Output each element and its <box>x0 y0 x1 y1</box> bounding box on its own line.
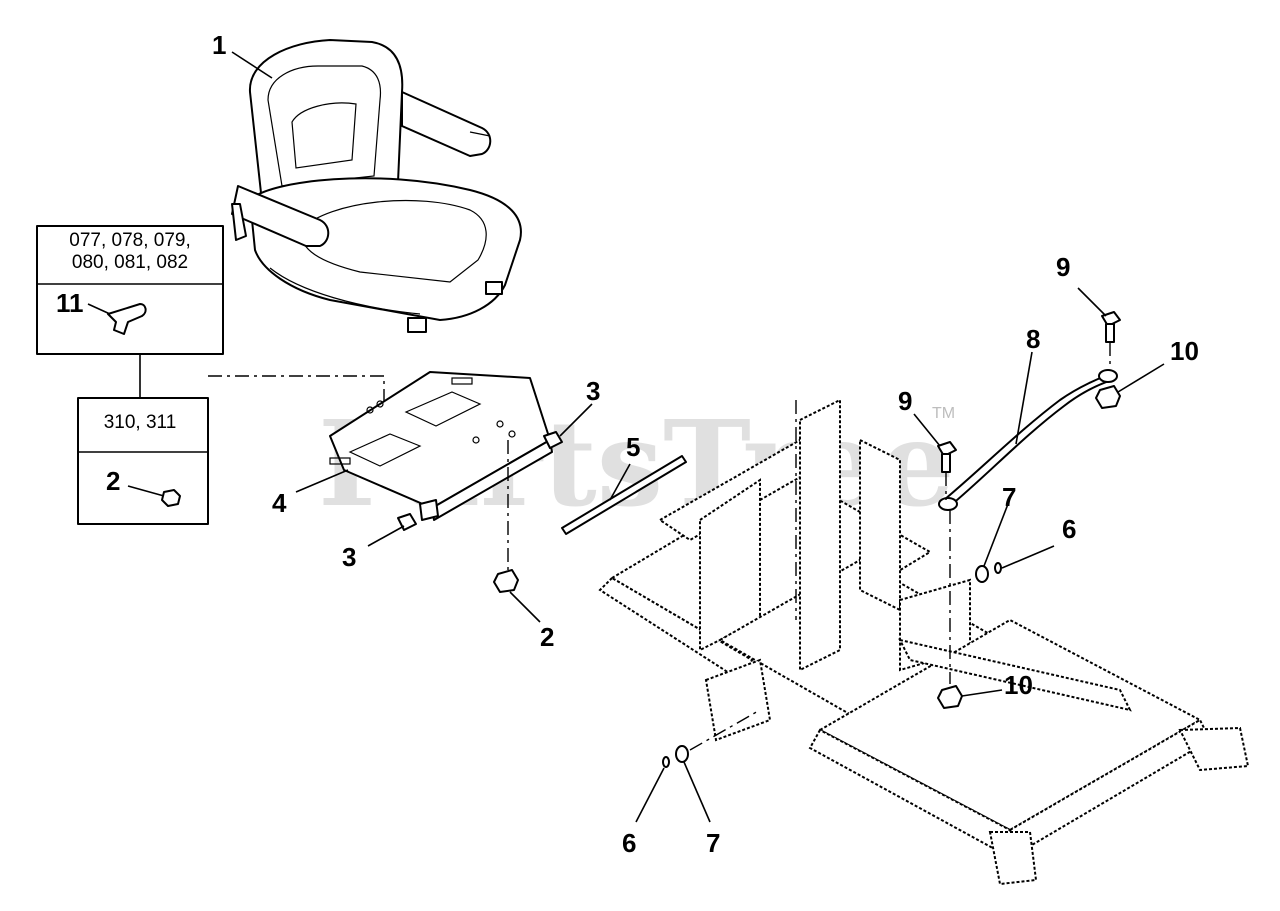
callout-5: 5 <box>626 432 640 462</box>
callout-8: 8 <box>1026 324 1040 354</box>
callout-6-right: 6 <box>1062 514 1076 544</box>
plate-models-line1: 310, 311 <box>104 412 177 433</box>
pin-right-part[interactable] <box>994 562 1002 574</box>
washer-right-part[interactable] <box>975 565 989 583</box>
callout-9-top: 9 <box>1056 252 1070 282</box>
callout-2-box: 2 <box>106 466 120 496</box>
callout-10-lower: 10 <box>1004 670 1033 700</box>
bolt-left-part[interactable] <box>937 441 957 684</box>
callout-3-right: 3 <box>586 376 600 406</box>
clip-icon[interactable] <box>107 303 147 335</box>
nut-top-part[interactable] <box>1095 385 1121 409</box>
callout-1: 1 <box>212 30 226 60</box>
callout-11: 11 <box>56 288 84 318</box>
cable-part[interactable] <box>943 373 1113 507</box>
callout-6-bottom: 6 <box>622 828 636 858</box>
callout-2-bottom: 2 <box>540 622 554 652</box>
nut-bottom-part[interactable] <box>493 569 519 593</box>
nut-icon[interactable] <box>161 489 181 507</box>
callout-3-left: 3 <box>342 542 356 572</box>
nut-lower-part[interactable] <box>937 685 963 709</box>
callout-10-top: 10 <box>1170 336 1199 366</box>
pin-bottom-part[interactable] <box>662 756 670 768</box>
seat-models-line2: 080, 081, 082 <box>72 252 188 273</box>
plate-models-box: 310, 311 2 <box>77 397 209 525</box>
bushing-right-part[interactable] <box>543 431 563 449</box>
callout-7-bottom: 7 <box>706 828 720 858</box>
seat-models-line1: 077, 078, 079, <box>69 230 191 251</box>
bolt-top-part[interactable] <box>1101 311 1121 368</box>
watermark-trademark: TM <box>932 405 955 422</box>
pivot-rod-part[interactable] <box>561 455 687 535</box>
seat-models-box: 077, 078, 079, 080, 081, 082 11 <box>36 225 224 355</box>
seat-plate-part[interactable] <box>329 371 553 521</box>
washer-bottom-part[interactable] <box>675 745 689 763</box>
callout-7-right: 7 <box>1002 482 1016 512</box>
callout-4: 4 <box>272 488 287 518</box>
tractor-frame <box>598 398 1250 886</box>
seat-part[interactable] <box>231 39 522 333</box>
callout-9-left: 9 <box>898 386 912 416</box>
